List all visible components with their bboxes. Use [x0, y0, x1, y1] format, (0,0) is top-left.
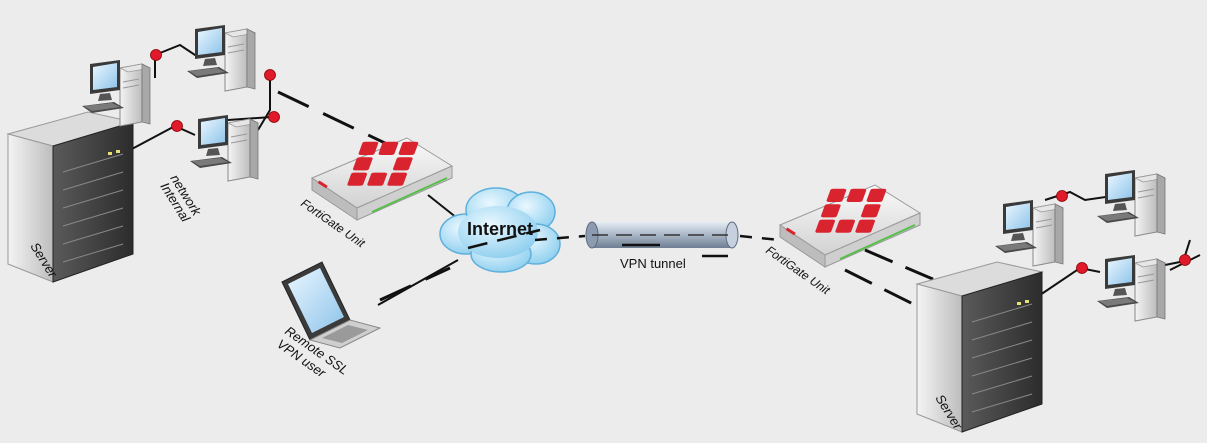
- lan-node-dot: [1179, 254, 1191, 266]
- lan-node-dots-right: [1056, 190, 1191, 274]
- workstation-icon: [1096, 254, 1166, 322]
- lan-node-dot: [264, 69, 276, 81]
- workstation-icon: [1096, 169, 1166, 237]
- workstation-icon: [189, 114, 259, 182]
- internet-cloud-icon: [439, 187, 561, 273]
- lan-node-dot: [1056, 190, 1068, 202]
- lan-node-dots-left: [150, 49, 280, 132]
- vpn-tunnel-label: VPN tunnel: [620, 256, 686, 271]
- lan-node-dot: [150, 49, 162, 61]
- wan-dashed-links: [467, 228, 781, 250]
- right-dashed-links: [844, 248, 936, 307]
- left-server-icon: [7, 111, 134, 283]
- lan-node-dot: [268, 111, 280, 123]
- laptop-icon: [281, 261, 382, 349]
- workstation-icon: [994, 199, 1064, 267]
- right-server-icon: [916, 261, 1043, 433]
- right-fortigate-icon: [779, 184, 921, 268]
- workstation-icon: [186, 24, 256, 92]
- lan-node-dot: [171, 120, 183, 132]
- vpn-tunnel-icon: [585, 221, 739, 249]
- lan-node-dot: [1076, 262, 1088, 274]
- left-fortigate-icon: [311, 137, 453, 221]
- internet-label: Internet: [467, 219, 533, 239]
